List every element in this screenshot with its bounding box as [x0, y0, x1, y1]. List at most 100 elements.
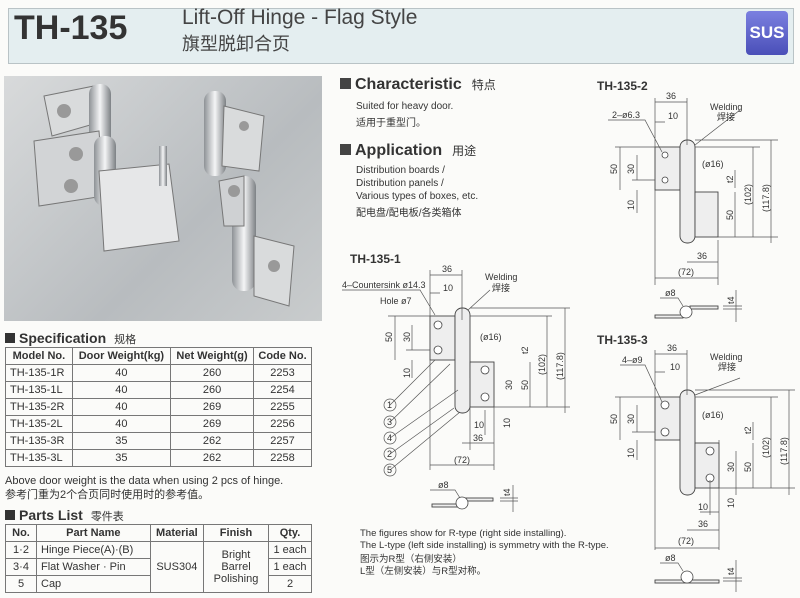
col-no: No. [5, 524, 37, 542]
callout-3: 3 [387, 417, 392, 427]
cell: 2256 [253, 415, 312, 433]
cell: 1 each [268, 558, 312, 576]
application-title-cn: 用途 [452, 144, 477, 158]
dim-36: 36 [442, 264, 452, 274]
col-code: Code No. [253, 347, 312, 365]
welding-label: Welding [710, 352, 742, 362]
product-photo [4, 76, 322, 321]
model-number: TH-135 [14, 9, 128, 47]
characteristic-title-cn: 特点 [471, 78, 496, 92]
dim-117-8: (117.8) [555, 352, 565, 380]
dim-10: 10 [502, 418, 512, 428]
col-material: Material [149, 524, 205, 542]
dim-117-8: (117.8) [779, 437, 789, 465]
cell: 2258 [253, 449, 312, 467]
cell: 40 [71, 364, 172, 382]
parts-title: Parts List [19, 507, 83, 523]
application-title: Application [355, 142, 443, 159]
dim-50: 50 [609, 414, 619, 424]
section-view: ø8 t4 [430, 480, 518, 512]
dim-36: 36 [697, 251, 707, 261]
dim-t2: t2 [743, 426, 753, 434]
dim-50: 50 [743, 462, 753, 472]
application-line: Various types of boxes, etc. [356, 191, 479, 202]
dim-30: 30 [402, 332, 412, 342]
cell: 40 [71, 398, 172, 416]
dim-36: 36 [698, 519, 708, 529]
dim-dia16: (ø16) [480, 332, 502, 342]
cell: 269 [170, 415, 255, 433]
barrel [679, 139, 696, 244]
application-line: Distribution panels / [356, 178, 444, 189]
drawing-th135-3: 36 10 4–ø9 Welding 焊接 (ø16) 50 30 10 t2 … [609, 343, 795, 592]
welding-label-cn: 焊接 [492, 282, 510, 293]
dim-10: 10 [726, 498, 736, 508]
cell: Cap [36, 575, 151, 593]
cell: 260 [170, 381, 255, 399]
parts-title-cn: 零件表 [90, 511, 124, 523]
cell: 2257 [253, 432, 312, 450]
cell: TH-135-1L [5, 381, 73, 399]
dim-50: 50 [609, 164, 619, 174]
specification-title-cn: 规格 [114, 334, 137, 346]
col-model: Model No. [5, 347, 73, 365]
col-part-name: Part Name [36, 524, 151, 542]
application-section: Application 用途 Distribution boards / Dist… [340, 142, 478, 220]
dim-t4: t4 [726, 296, 736, 304]
cell: TH-135-2R [5, 398, 73, 416]
welding-label-cn: 焊接 [717, 111, 735, 122]
col-finish: Finish [203, 524, 269, 542]
dim-dia8: ø8 [665, 288, 676, 298]
specification-title: Specification [19, 330, 107, 346]
cell: 35 [71, 432, 172, 450]
parts-heading: Parts List 零件表 [5, 507, 124, 524]
drawing-th135-3-label: TH-135-3 [597, 333, 648, 347]
callout-4: 4 [387, 433, 392, 443]
dim-10: 10 [670, 362, 680, 372]
spec-note-cn: 参考门重为2个合页同时使用时的参考值。 [5, 489, 210, 501]
material-cell: SUS304 [149, 541, 205, 593]
dim-36: 36 [666, 91, 676, 101]
header-band [8, 8, 794, 64]
dim-dia16: (ø16) [702, 159, 724, 169]
cell: 3·4 [5, 558, 37, 576]
barrel [679, 389, 696, 496]
dim-50: 50 [725, 210, 735, 220]
table-row: 5 Cap 2 [5, 575, 312, 593]
application-cn: 配电盘/配电板/各类箱体 [356, 208, 462, 219]
dim-36: 36 [473, 433, 483, 443]
note-en-2: The L-type (left side installing) is sym… [360, 540, 609, 551]
cell: 35 [71, 449, 172, 467]
cell: 40 [71, 415, 172, 433]
dim-t2: t2 [725, 175, 735, 183]
installation-notes: The figures show for R-type (right side … [360, 528, 609, 578]
callout-1: 1 [387, 400, 392, 410]
dim-102: (102) [743, 184, 753, 205]
cell: 1 each [268, 541, 312, 559]
drawing-th135-2: 36 10 2–ø6.3 Welding 焊接 (ø16) 50 30 10 t… [608, 91, 778, 322]
cell: 269 [170, 398, 255, 416]
dim-t4: t4 [502, 488, 512, 496]
application-heading: Application 用途 [340, 142, 478, 160]
dim-dia8: ø8 [665, 553, 676, 563]
drawing-th135-1-label: TH-135-1 [350, 252, 401, 266]
dim-30: 30 [726, 462, 736, 472]
dim-117-8: (117.8) [761, 184, 771, 212]
application-line: Distribution boards / [356, 165, 445, 176]
cell: TH-135-3R [5, 432, 73, 450]
hole-note: 2–ø6.3 [612, 110, 640, 120]
note-cn-1: 图示为R型（右侧安装） [360, 554, 462, 565]
characteristic-cn: 适用于重型门。 [356, 118, 426, 129]
cell: 2255 [253, 398, 312, 416]
sus-badge: SUS [746, 11, 788, 55]
dim-t2: t2 [520, 346, 530, 354]
cell: TH-135-2L [5, 415, 73, 433]
cell: TH-135-3L [5, 449, 73, 467]
